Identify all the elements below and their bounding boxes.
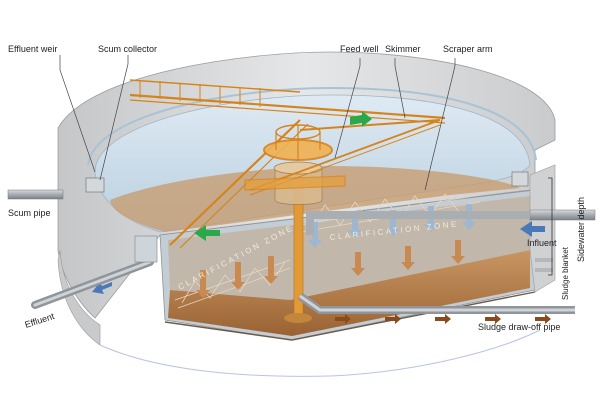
influent-pipe-inner (306, 211, 530, 235)
sidewater-depth-bracket (548, 177, 553, 276)
effluent-arrow (92, 282, 112, 294)
label-scum-pipe: Scum pipe (8, 208, 51, 218)
label-effluent: Effluent (24, 311, 56, 330)
label-skimmer: Skimmer (385, 44, 421, 54)
bridge-walkway (129, 79, 446, 249)
label-scraper-arm: Scraper arm (443, 44, 493, 54)
tank-base-outline (99, 329, 541, 377)
rotation-arrow-front (194, 225, 220, 241)
label-feed-well: Feed well (340, 44, 379, 54)
section-water (168, 196, 530, 300)
influent-arrow (520, 221, 545, 237)
effluent-weir-box (134, 235, 158, 263)
sludge-drawoff-arrows (335, 314, 551, 324)
scum-collector (85, 177, 105, 193)
label-effluent-weir: Effluent weir (8, 44, 57, 54)
label-sludge-draw-off-pipe: Sludge draw-off pipe (478, 322, 560, 332)
scum-pipe (7, 189, 64, 200)
sludge-arrows (196, 240, 465, 298)
label-sidewater-depth: Sidewater depth (576, 197, 586, 262)
label-sludge-blanket: Sludge blanket (561, 246, 570, 300)
label-influent: Influent (527, 238, 557, 248)
flow-arrows (92, 111, 551, 324)
tank-cut-wall-left (57, 249, 101, 346)
effluent-weir-rim (87, 86, 537, 166)
label-scum-collector: Scum collector (98, 44, 157, 54)
rotation-arrow-top (350, 111, 372, 127)
skimmer-box-right (511, 171, 529, 187)
leader-lines (59, 55, 456, 191)
sludge-blanket-layer (168, 250, 530, 336)
pipes (7, 189, 596, 314)
